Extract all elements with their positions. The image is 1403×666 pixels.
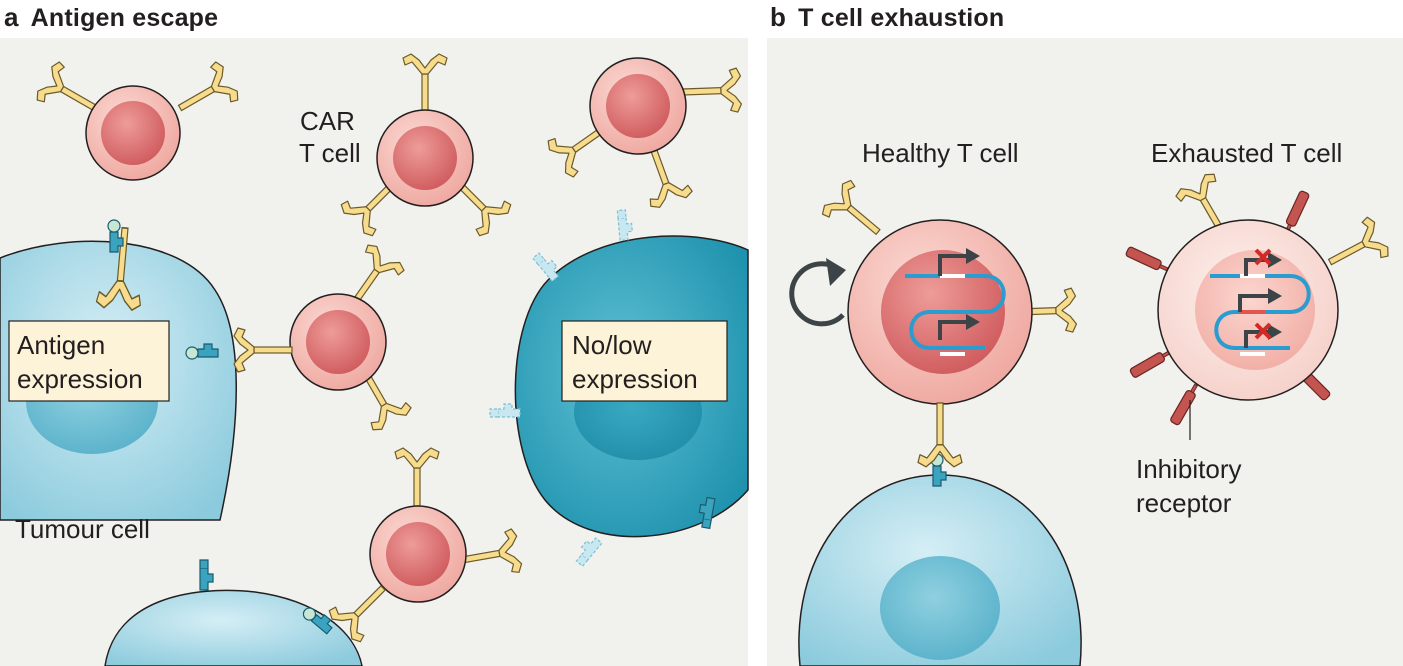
- inhibitory-label-line2: receptor: [1136, 488, 1232, 518]
- car-t-cell: [33, 59, 242, 312]
- antigen-box-line2: expression: [17, 364, 143, 394]
- antigen-icon: [199, 559, 214, 591]
- nolow-expression-box: No/low expression: [561, 320, 728, 402]
- antigen-box-line1: Antigen: [17, 330, 105, 360]
- faded-antigen-icon: [616, 208, 634, 242]
- healthy-t-cell: [818, 177, 1078, 468]
- car-t-cell-bound: [325, 447, 524, 646]
- arrowhead-icon: [826, 258, 846, 286]
- panel-a-letter: a: [4, 2, 19, 32]
- healthy-t-cell-label: Healthy T cell: [862, 138, 1019, 168]
- nolow-box-line2: expression: [572, 364, 698, 394]
- blocked-transcription-x-icon: [1254, 322, 1272, 340]
- car-label-line1: CAR: [300, 106, 355, 136]
- panel-b-title: b T cell exhaustion: [770, 2, 1004, 33]
- exhausted-t-cell: [1124, 170, 1393, 427]
- antigen-expression-box: Antigen expression: [8, 320, 170, 402]
- tumour-cell-panel-b: [798, 474, 1082, 666]
- tumour-cell-bottom: [104, 589, 363, 666]
- proliferation-arrow-icon: [789, 261, 845, 327]
- panel-a-title-text: Antigen escape: [30, 4, 219, 32]
- inhibitory-label-line1: Inhibitory: [1136, 454, 1242, 484]
- blocked-transcription-x-icon: [1254, 248, 1272, 266]
- panel-a-title: a Antigen escape: [4, 2, 218, 33]
- tumour-cell-label: Tumour cell: [15, 514, 150, 544]
- car-t-cell-labelled: [337, 53, 515, 240]
- panel-b-title-text: T cell exhaustion: [798, 4, 1005, 32]
- faded-antigen-icon: [532, 249, 563, 282]
- panel-b-letter: b: [770, 2, 787, 32]
- faded-antigen-icon: [571, 534, 603, 567]
- car-t-cell: [544, 57, 743, 211]
- nolow-box-line1: No/low: [572, 330, 652, 360]
- car-t-cell-bound: [233, 241, 414, 434]
- car-label-line2: T cell: [299, 138, 361, 168]
- exhausted-t-cell-label: Exhausted T cell: [1151, 138, 1342, 168]
